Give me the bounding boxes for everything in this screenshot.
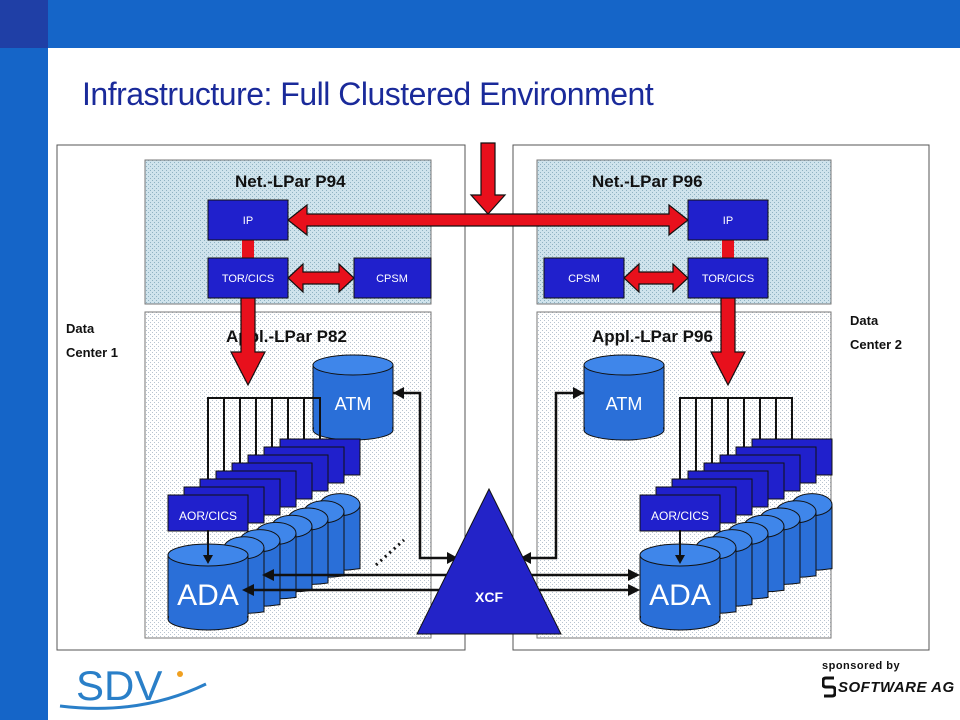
ada-cylinder-right bbox=[639, 543, 721, 631]
aor-connector-line bbox=[711, 397, 728, 479]
aor-connector-lines-left bbox=[207, 397, 321, 495]
left-sidebar-bar bbox=[0, 0, 48, 720]
header-bar bbox=[0, 0, 960, 48]
atm-xcf-line-right bbox=[524, 391, 584, 560]
cpsm-box-right bbox=[543, 257, 625, 299]
aor-connector-line bbox=[248, 397, 321, 439]
aor-cics-label-left: AOR/CICS bbox=[179, 509, 237, 523]
incoming-network-arrow bbox=[469, 142, 507, 215]
appl-lpar-p82-title: Appl.-LPar P82 bbox=[226, 327, 347, 346]
cpsm-box-left bbox=[353, 257, 432, 299]
sdv-logo: SDV bbox=[59, 662, 207, 710]
aor-cics-box bbox=[639, 494, 721, 532]
sdv-logo-text: SDV bbox=[76, 662, 162, 709]
cpsm-label-left: CPSM bbox=[376, 273, 408, 285]
software-ag-mark-icon bbox=[822, 676, 836, 698]
data-center-2-label-line1: Data bbox=[850, 313, 879, 328]
tor-cics-box-right bbox=[687, 257, 769, 299]
atm-label-left: ATM bbox=[335, 394, 372, 414]
aor-box-stack-left bbox=[167, 438, 361, 532]
aor-ada-arrowhead-left bbox=[203, 555, 213, 564]
atm-xcf-line-left bbox=[393, 391, 454, 560]
net-lpar-p94-title: Net.-LPar P94 bbox=[235, 172, 346, 191]
software-ag-text: SOFTWARE AG bbox=[838, 678, 955, 696]
ada-xcf-arrowhead-right-upper bbox=[628, 569, 640, 581]
aor-ada-arrowhead-right bbox=[675, 555, 685, 564]
xcf-label: XCF bbox=[475, 589, 503, 605]
data-center-1-label-line1: Data bbox=[66, 321, 95, 336]
ip-tor-connector-left bbox=[242, 240, 254, 258]
cpsm-label-right: CPSM bbox=[568, 273, 600, 285]
atm-xcf-arrowhead-left-bottom bbox=[447, 552, 458, 564]
aor-connector-line bbox=[239, 397, 248, 479]
atm-xcf-arrowhead-right-bottom bbox=[520, 552, 531, 564]
ip-tor-connector-right bbox=[722, 240, 734, 258]
slide-title: Infrastructure: Full Clustered Environme… bbox=[82, 76, 654, 112]
atm-xcf-arrowhead-left-top bbox=[393, 387, 404, 399]
atm-xcf-arrowhead-right-top bbox=[573, 387, 584, 399]
aor-box-stack-right bbox=[639, 438, 833, 532]
corner-block bbox=[0, 0, 48, 48]
sponsored-by-label: sponsored by bbox=[822, 660, 901, 672]
xcf-triangle bbox=[416, 487, 562, 635]
ada-label-left: ADA bbox=[177, 579, 239, 612]
aor-cics-label-right: AOR/CICS bbox=[651, 509, 709, 523]
ada-xcf-arrowhead-right-lower bbox=[628, 584, 640, 596]
ip-box-right bbox=[687, 199, 769, 241]
tor-cics-box-left bbox=[207, 257, 289, 299]
aor-connector-line bbox=[728, 397, 793, 439]
appl-lpar-p96-title: Appl.-LPar P96 bbox=[592, 327, 713, 346]
atm-label-right: ATM bbox=[606, 394, 643, 414]
ada-xcf-arrowhead-left-lower bbox=[242, 584, 254, 596]
aor-connector-lines-right bbox=[679, 397, 793, 495]
ada-xcf-arrowhead-left-upper bbox=[262, 569, 274, 581]
atm-cylinder-right bbox=[583, 354, 665, 441]
ip-label-right: IP bbox=[723, 215, 733, 227]
tor-cics-label-right: TOR/CICS bbox=[702, 273, 754, 285]
ip-label-left: IP bbox=[243, 215, 253, 227]
tor-aor-arrow-right bbox=[710, 297, 746, 387]
tor-cics-label-left: TOR/CICS bbox=[222, 273, 274, 285]
ip-box-left bbox=[207, 199, 289, 241]
ada-label-right: ADA bbox=[649, 579, 711, 612]
data-center-1-label-line2: Center 1 bbox=[66, 345, 118, 360]
atm-cylinder-left bbox=[312, 354, 394, 441]
net-lpar-p96-title: Net.-LPar P96 bbox=[592, 172, 703, 191]
cluster-ellipsis-dots bbox=[375, 538, 405, 567]
tor-aor-arrow-left bbox=[230, 297, 266, 387]
software-ag-logo: SOFTWARE AG bbox=[822, 676, 955, 698]
data-center-2-label-line2: Center 2 bbox=[850, 337, 902, 352]
